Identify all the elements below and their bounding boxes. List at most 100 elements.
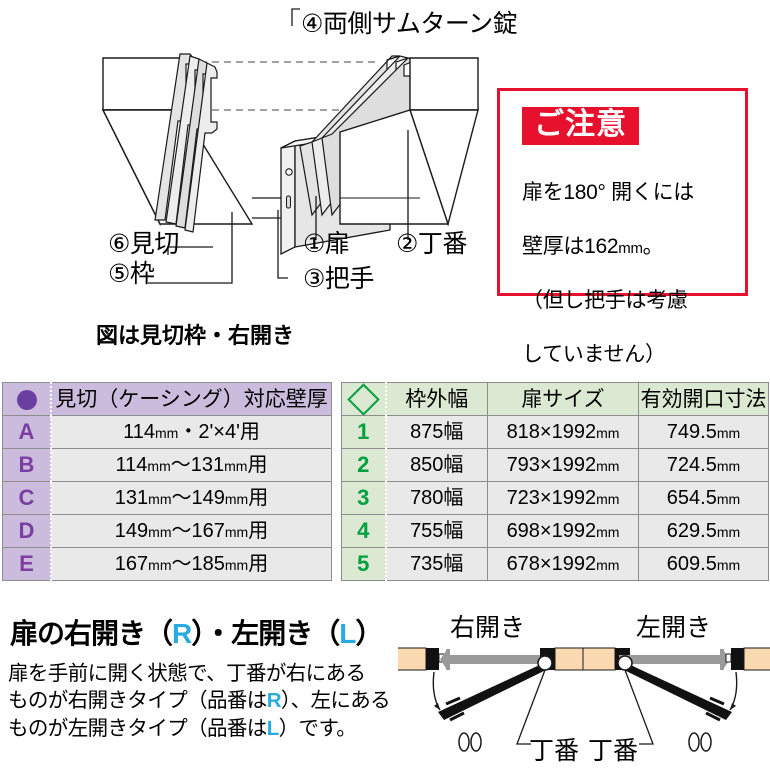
table-row: 3 780幅 723×1992mm 654.5mm [341,481,769,515]
hinge-label-right: 丁番 [529,737,580,765]
swing-diagrams: 右開き 左開き 丁番 丁番 [393,608,770,771]
door-size-table-body: 1 875幅 818×1992mm 749.5mm 2 850幅 793×199… [341,415,769,581]
opening-unit: mm [716,458,741,474]
wall-thickness-table-head: 見切（ケーシング）対応壁厚 [2,382,332,416]
cell-door-size: 723×1992mm [487,481,639,515]
table-row: B 114mm～131mm用 [2,448,332,482]
value-mid: ～185 [171,553,225,575]
value-unit-2: mm [224,491,249,507]
value-pre: 131 [114,487,149,509]
value-post: 用 [248,553,269,575]
value-unit-1: mm [148,524,172,540]
door-assembly-illustration: ④両側サムターン錠 ⑥見切 ⑤枠 ①扉 ③把手 ②丁番 図は見切枠・右開き [0,0,518,350]
row-key: B [2,448,52,482]
heading-part-a: 扉の右開き（ [10,618,173,649]
opening-value: 749.5 [666,421,717,443]
cell-opening: 609.5mm [638,547,769,581]
right-swing-title: 右開き [450,614,526,642]
wall-thickness-header-label: 見切（ケーシング）対応壁厚 [50,382,332,416]
value-unit-1: mm [155,425,179,441]
caution-line-2: 壁厚は162mm。 [522,234,745,261]
door-assembly-svg [101,8,479,284]
cell-opening: 629.5mm [638,514,769,548]
door-size-value: 698×1992 [506,520,597,542]
door-size-table-head: 枠外幅 扉サイズ 有効開口寸法 [341,382,769,416]
value-pre: 114 [115,454,148,476]
table-row: C 131mm～149mm用 [2,481,332,515]
swing-diagrams-svg [393,647,770,752]
value-post: 用 [247,454,268,476]
table-header-row: 枠外幅 扉サイズ 有効開口寸法 [341,382,769,416]
table-row: D 149mm～167mm用 [2,514,332,548]
left-swing-plan [582,647,770,752]
door-size-unit: mm [596,425,620,441]
illustration-caption: 図は見切枠・右開き [96,323,295,348]
value-post: 用 [248,487,269,509]
heading-r-code: R [172,618,192,649]
cell-door-size: 793×1992mm [487,448,639,482]
callout-2-label: ②丁番 [396,230,467,258]
opening-unit: mm [716,425,741,441]
opening-unit: mm [716,491,741,507]
row-key: D [2,514,52,548]
row-key: E [2,547,52,581]
door-handle-slot [286,195,291,209]
table-row: A 114mm・2'×4'用 [2,415,332,449]
door-size-unit: mm [596,491,620,507]
hinge-marker-right [537,655,553,671]
feet-icon [688,732,712,752]
value-mid: ～167 [171,520,225,542]
value-pre: 114 [123,421,155,443]
door-size-value: 678×1992 [506,553,597,575]
callout-6-label: ⑥見切 [108,230,179,258]
door-size-unit: mm [596,458,620,474]
left-frame-stack [154,53,218,233]
table-row: E 167mm～185mm用 [2,547,332,581]
wall-thickness-table: 見切（ケーシング）対応壁厚 A 114mm・2'×4'用 B 114mm～131… [2,382,332,581]
value-mid: ～149 [171,487,225,509]
door-size-value: 818×1992 [506,421,597,443]
right-swing-plan [393,647,588,752]
row-value: 114mm・2'×4'用 [50,415,332,449]
callout-5-label: ⑤枠 [108,260,155,288]
caution-box: ご注意 扉を180° 開くには 壁厚は162mm。 （但し把手は考慮 していませ… [497,88,748,366]
value-unit-1: mm [148,491,172,507]
door-leaf-right [438,662,550,722]
door-size-value: 723×1992 [506,487,597,509]
cell-outer-width: 850幅 [385,448,488,482]
table-row: 5 735幅 678×1992 mm 609.5mm [341,547,769,581]
value-unit-2: mm [224,524,249,540]
door-size-value: 793×1992 [506,454,597,476]
cell-opening: 724.5mm [638,448,769,482]
row-key: 3 [341,481,387,515]
value-unit-1: mm [147,458,171,474]
table-row: 4 755幅 698×1992mm 629.5mm [341,514,769,548]
heading-part-c: ） [355,618,383,649]
cell-outer-width: 735幅 [385,547,488,581]
cell-outer-width: 875幅 [385,415,488,449]
row-value: 167mm～185mm用 [50,547,332,581]
swing-section-body: 扉を手前に開く状態で、丁番が右にある ものが右開きタイプ（品番はR）、左にある … [8,660,403,742]
value-pre: 149 [114,520,149,542]
right-wall-block [339,57,479,227]
feet-icon [458,732,482,752]
left-swing-title: 左開き [636,614,712,642]
caution-line-1: 扉を180° 開くには [522,181,694,205]
caution-title: ご注意 [522,107,639,146]
value-unit-2: mm [224,557,249,573]
wall-thickness-key-header [2,382,52,416]
row-key: 5 [341,547,387,581]
row-key: 4 [341,514,387,548]
opening-unit: mm [716,557,741,573]
row-key: 1 [341,415,387,449]
door-leaf-left [620,662,732,722]
cell-outer-width: 755幅 [385,514,488,548]
header-outer-width: 枠外幅 [385,382,488,416]
outline-diamond-icon [346,383,380,416]
cell-opening: 654.5mm [638,481,769,515]
opening-value: 629.5 [666,520,717,542]
line2-part-a: ものが右開きタイプ（品番は [8,689,267,713]
header-opening-size: 有効開口寸法 [638,382,769,416]
table-row: 2 850幅 793×1992mm 724.5mm [341,448,769,482]
